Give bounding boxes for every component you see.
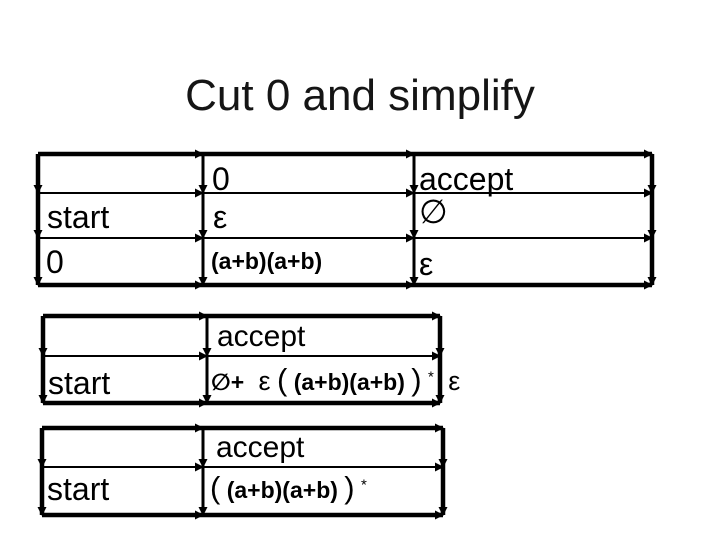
table2-regex-formula: ∅+ ε ( (a+b)(a+b) ) * ε: [211, 364, 460, 395]
formula-epsilon-left: ε: [258, 366, 271, 396]
table2-header-accept: accept: [217, 320, 306, 353]
table3-header-accept: accept: [216, 431, 305, 464]
table3-regex-formula: ( (a+b)(a+b) ) *: [210, 472, 367, 503]
table1-header-accept: accept: [419, 161, 514, 197]
table1-zero-accept-value: ε: [419, 246, 434, 282]
table1-start-accept-value: ∅: [419, 193, 448, 230]
formula-close-paren: ): [411, 362, 422, 397]
formula-open-paren: (: [210, 470, 221, 505]
formula-close-paren: ): [344, 470, 355, 505]
table1-zero-col0-value: (a+b)(a+b): [211, 248, 323, 274]
table1-header-col0: 0: [212, 161, 230, 197]
table1-zero-label: 0: [46, 244, 64, 280]
table3-start-label: start: [47, 471, 110, 507]
table1-start-col0-value: ε: [213, 199, 228, 235]
formula-core: (a+b)(a+b): [226, 477, 338, 503]
formula-open-paren: (: [276, 362, 288, 397]
formula-core: (a+b)(a+b): [293, 369, 405, 395]
slide-title: Cut 0 and simplify: [185, 71, 535, 120]
formula-epsilon-right: ε: [448, 366, 461, 396]
formula-kleene-star: *: [427, 368, 434, 386]
formula-empty-set-plus: ∅+: [211, 369, 245, 395]
table2-start-label: start: [48, 365, 111, 401]
table1-start-label: start: [47, 199, 110, 235]
formula-kleene-star: *: [361, 476, 367, 494]
